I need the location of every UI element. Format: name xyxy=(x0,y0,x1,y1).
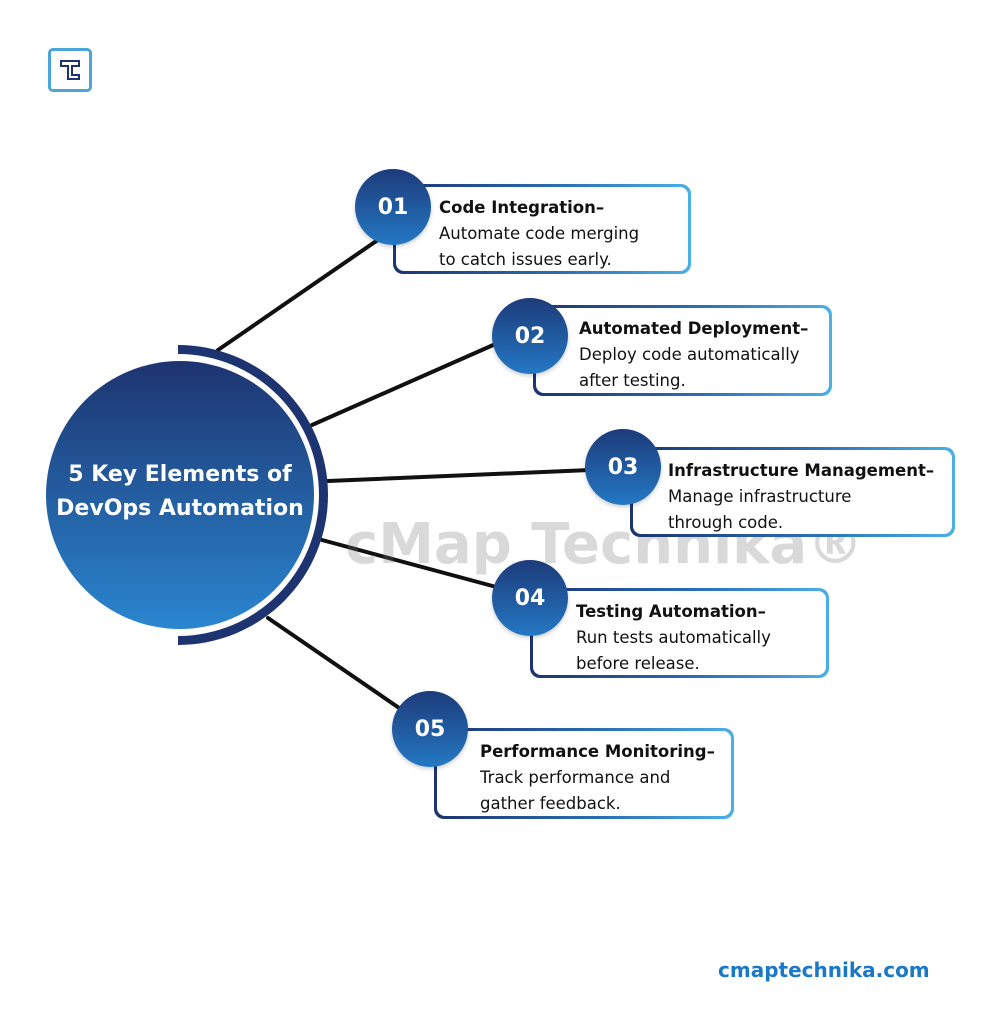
number-badge-03: 03 xyxy=(585,429,661,505)
card-text: gather feedback. xyxy=(480,794,621,813)
hub-circle xyxy=(46,361,314,629)
element-card-03: Infrastructure Management– Manage infras… xyxy=(630,447,955,537)
element-card-04: Testing Automation– Run tests automatica… xyxy=(530,588,829,678)
connector-line-02 xyxy=(310,340,502,427)
card-text: Automate code merging xyxy=(439,224,640,243)
element-card-01: Code Integration– Automate code merging … xyxy=(393,184,691,274)
brand-logo xyxy=(48,48,92,92)
card-title: Automated Deployment– xyxy=(579,319,809,338)
card-text: to catch issues early. xyxy=(439,250,612,269)
card-title: Code Integration– xyxy=(439,198,605,217)
connector-line-04 xyxy=(320,538,502,590)
number-badge-01: 01 xyxy=(355,169,431,245)
website-link[interactable]: cmaptechnika.com xyxy=(718,958,930,982)
connector-line-03 xyxy=(326,468,592,483)
card-title: Testing Automation– xyxy=(576,602,766,621)
card-text: Manage infrastructure xyxy=(668,487,852,506)
card-text: through code. xyxy=(668,513,784,532)
number-badge-02: 02 xyxy=(492,298,568,374)
card-text: Run tests automatically xyxy=(576,628,771,647)
card-text: after testing. xyxy=(579,371,686,390)
card-text: Deploy code automatically xyxy=(579,345,800,364)
hub-title-line: DevOps Automation xyxy=(56,496,304,521)
element-card-02: Automated Deployment– Deploy code automa… xyxy=(533,305,832,396)
number-badge-04: 04 xyxy=(492,560,568,636)
card-title: Performance Monitoring– xyxy=(480,742,715,761)
connector-line-01 xyxy=(216,233,387,352)
card-text: Track performance and xyxy=(480,768,671,787)
number-badge-05: 05 xyxy=(392,691,468,767)
t-logo-icon xyxy=(60,60,80,80)
card-text: before release. xyxy=(576,654,700,673)
hub-title-line: 5 Key Elements of xyxy=(68,462,292,487)
hub-title: 5 Key Elements of DevOps Automation xyxy=(45,458,315,526)
connector-line-05 xyxy=(266,616,407,714)
card-title: Infrastructure Management– xyxy=(668,461,935,480)
element-card-05: Performance Monitoring– Track performanc… xyxy=(434,728,734,819)
